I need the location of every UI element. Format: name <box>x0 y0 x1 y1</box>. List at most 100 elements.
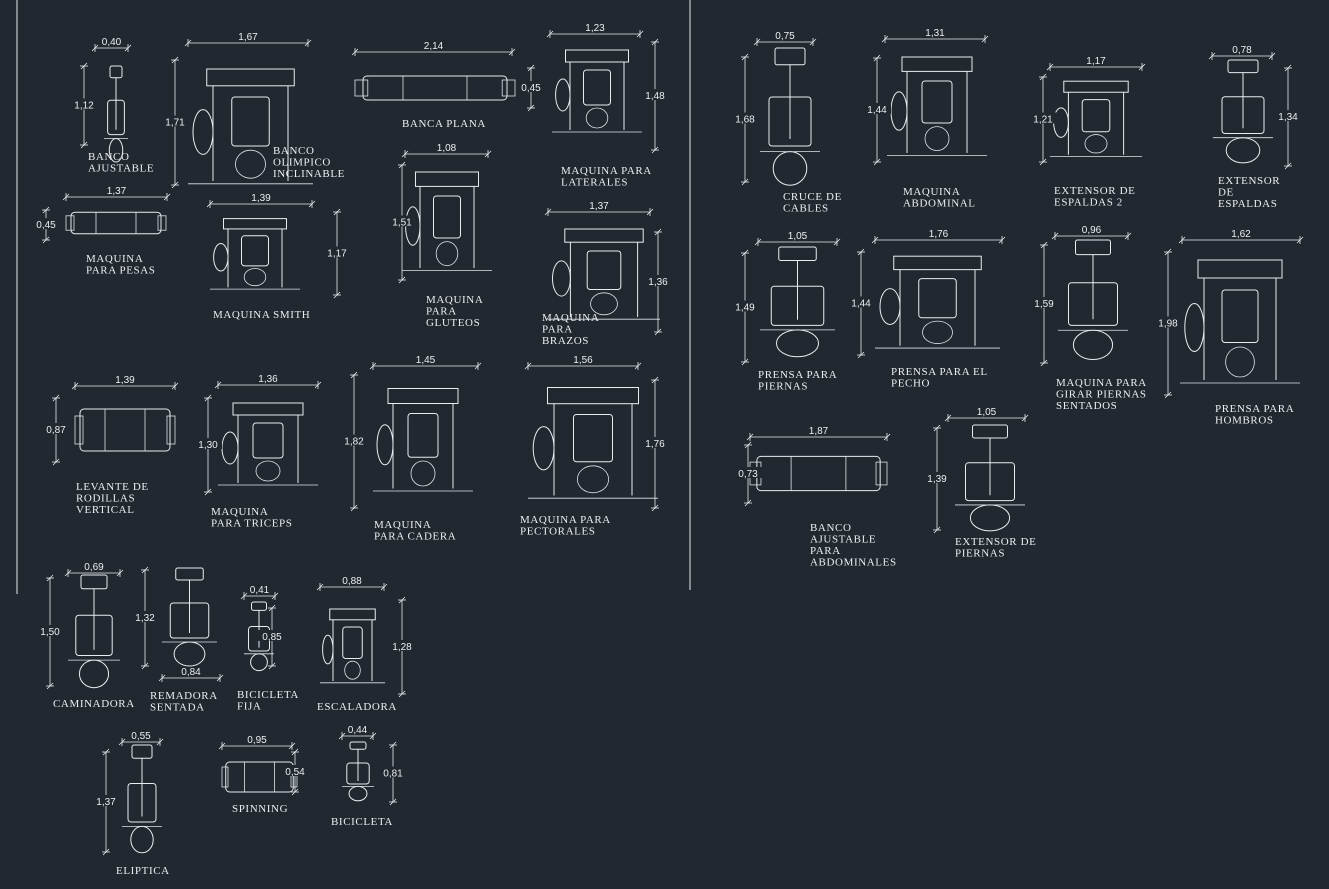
bicicleta-height-value: 0,81 <box>383 769 403 780</box>
extensor-de-piernas-width-dimension: 1,05 <box>944 407 1029 422</box>
prensa-para-el-pecho-width-value: 1,76 <box>929 229 949 240</box>
caminadora-width-value: 0,69 <box>84 562 104 573</box>
maquina-para-laterales-width-dimension: 1,23 <box>546 23 644 38</box>
spinning-width-value: 0,95 <box>247 735 267 746</box>
maquina-para-girar-piernas-sentados-height-value: 1,59 <box>1034 299 1054 310</box>
banco-olimpico-inclinable-width-dimension: 1,67 <box>184 32 312 47</box>
banco-ajustable-para-abdominales-height-dimension: 0,73 <box>734 441 762 507</box>
maquina-smith-width-dimension: 1,39 <box>206 193 316 208</box>
escaladora-height-value: 1,28 <box>392 642 412 653</box>
bicicleta-label: BICICLETA <box>331 816 393 828</box>
maquina-abdominal-height-value: 1,44 <box>867 105 887 116</box>
maquina-para-girar-piernas-sentados-width-value: 0,96 <box>1082 225 1102 236</box>
cruce-de-cables-width-value: 0,75 <box>775 31 795 42</box>
caminadora-height-value: 1,50 <box>40 627 60 638</box>
banco-ajustable-para-abdominales-width-value: 1,87 <box>809 426 829 437</box>
remadora-sentada-symbol <box>162 567 217 667</box>
banco-ajustable-height-dimension: 1,12 <box>70 62 98 149</box>
caminadora-height-dimension: 1,50 <box>36 574 64 690</box>
maquina-para-gluteos-width-dimension: 1,08 <box>401 143 492 158</box>
eliptica-width-value: 0,55 <box>131 731 151 742</box>
maquina-para-brazos-symbol <box>548 228 660 320</box>
frame-lines <box>16 0 691 594</box>
eliptica-symbol <box>122 744 162 854</box>
extensor-de-espaldas-symbol <box>1213 59 1273 164</box>
banco-ajustable-para-abdominales-height-value: 0,73 <box>738 469 758 480</box>
cruce-de-cables-height-dimension: 1,68 <box>731 53 759 186</box>
maquina-para-cadera-height-dimension: 1,82 <box>340 371 368 512</box>
banco-olimpico-inclinable-height-value: 1,71 <box>165 118 185 129</box>
maquina-para-pectorales-width-dimension: 1,56 <box>524 355 642 370</box>
extensor-de-piernas-height-dimension: 1,39 <box>923 424 951 534</box>
prensa-para-hombros-width-value: 1,62 <box>1231 229 1251 240</box>
extensor-de-espaldas-width-value: 0,78 <box>1232 45 1252 56</box>
maquina-para-gluteos-symbol <box>402 171 492 271</box>
maquina-para-pesas-symbol <box>65 211 167 235</box>
levante-de-rodillas-vertical-height-dimension: 0,87 <box>42 394 70 466</box>
cruce-de-cables-width-dimension: 0,75 <box>753 31 817 46</box>
bicicleta-fija-height-dimension: 0,85 <box>258 604 286 670</box>
extensor-de-espaldas-2-width-dimension: 1,17 <box>1046 56 1146 71</box>
banco-ajustable-width-value: 0,40 <box>102 37 122 48</box>
prensa-para-piernas-width-dimension: 1,05 <box>754 231 841 246</box>
prensa-para-piernas-height-dimension: 1,49 <box>731 249 759 366</box>
maquina-para-girar-piernas-sentados-height-dimension: 1,59 <box>1030 241 1058 367</box>
maquina-para-pectorales-height-dimension: 1,76 <box>641 376 669 512</box>
cruce-de-cables-symbol <box>760 47 820 186</box>
bicicleta-width-dimension: 0,44 <box>338 725 377 740</box>
maquina-para-cadera-symbol <box>373 388 473 492</box>
bicicleta-symbol <box>342 741 374 802</box>
maquina-para-triceps-symbol <box>218 402 318 486</box>
eliptica-width-dimension: 0,55 <box>118 731 164 746</box>
maquina-para-triceps-width-value: 1,36 <box>258 374 278 385</box>
eliptica-label: ELIPTICA <box>116 865 170 877</box>
eliptica-height-value: 1,37 <box>96 797 116 808</box>
remadora-sentada-width-value: 0,84 <box>181 667 201 678</box>
maquina-abdominal-width-value: 1,31 <box>925 28 945 39</box>
extensor-de-piernas-symbol <box>955 424 1025 532</box>
maquina-para-brazos-height-value: 1,36 <box>648 277 668 288</box>
prensa-para-piernas-symbol <box>760 246 835 358</box>
maquina-para-cadera-width-dimension: 1,45 <box>369 355 482 370</box>
maquina-para-laterales-symbol <box>552 49 642 133</box>
bicicleta-fija-width-value: 0,41 <box>250 585 270 596</box>
banco-ajustable-width-dimension: 0,40 <box>91 37 132 52</box>
extensor-de-espaldas-height-value: 1,34 <box>1278 112 1298 123</box>
spinning-width-dimension: 0,95 <box>218 735 296 750</box>
caminadora-label: CAMINADORA <box>53 698 135 710</box>
banco-olimpico-inclinable-symbol <box>188 68 313 185</box>
prensa-para-piernas-width-value: 1,05 <box>788 231 808 242</box>
maquina-para-triceps-height-dimension: 1,30 <box>194 394 222 496</box>
maquina-smith-height-value: 1,17 <box>327 249 347 260</box>
bicicleta-fija-width-dimension: 0,41 <box>240 585 279 600</box>
extensor-de-piernas-height-value: 1,39 <box>927 474 947 485</box>
maquina-para-girar-piernas-sentados-width-dimension: 0,96 <box>1051 225 1132 240</box>
banca-plana-label: BANCA PLANA <box>402 118 486 130</box>
maquina-para-triceps-height-value: 1,30 <box>198 440 218 451</box>
escaladora-symbol <box>320 608 385 684</box>
maquina-para-pectorales-width-value: 1,56 <box>573 355 593 366</box>
bicicleta-height-dimension: 0,81 <box>379 741 407 806</box>
remadora-sentada-width-dimension: 0,84 <box>158 667 224 682</box>
eliptica-height-dimension: 1,37 <box>92 748 120 856</box>
prensa-para-el-pecho-width-dimension: 1,76 <box>871 229 1006 244</box>
maquina-para-cadera-width-value: 1,45 <box>416 355 436 366</box>
maquina-para-laterales-height-dimension: 1,48 <box>641 38 669 154</box>
levante-de-rodillas-vertical-symbol <box>74 408 176 452</box>
banco-olimpico-inclinable-width-value: 1,67 <box>238 32 258 43</box>
extensor-de-espaldas-2-symbol <box>1050 80 1142 158</box>
maquina-para-cadera-height-value: 1,82 <box>344 437 364 448</box>
banco-ajustable-symbol <box>104 65 128 163</box>
